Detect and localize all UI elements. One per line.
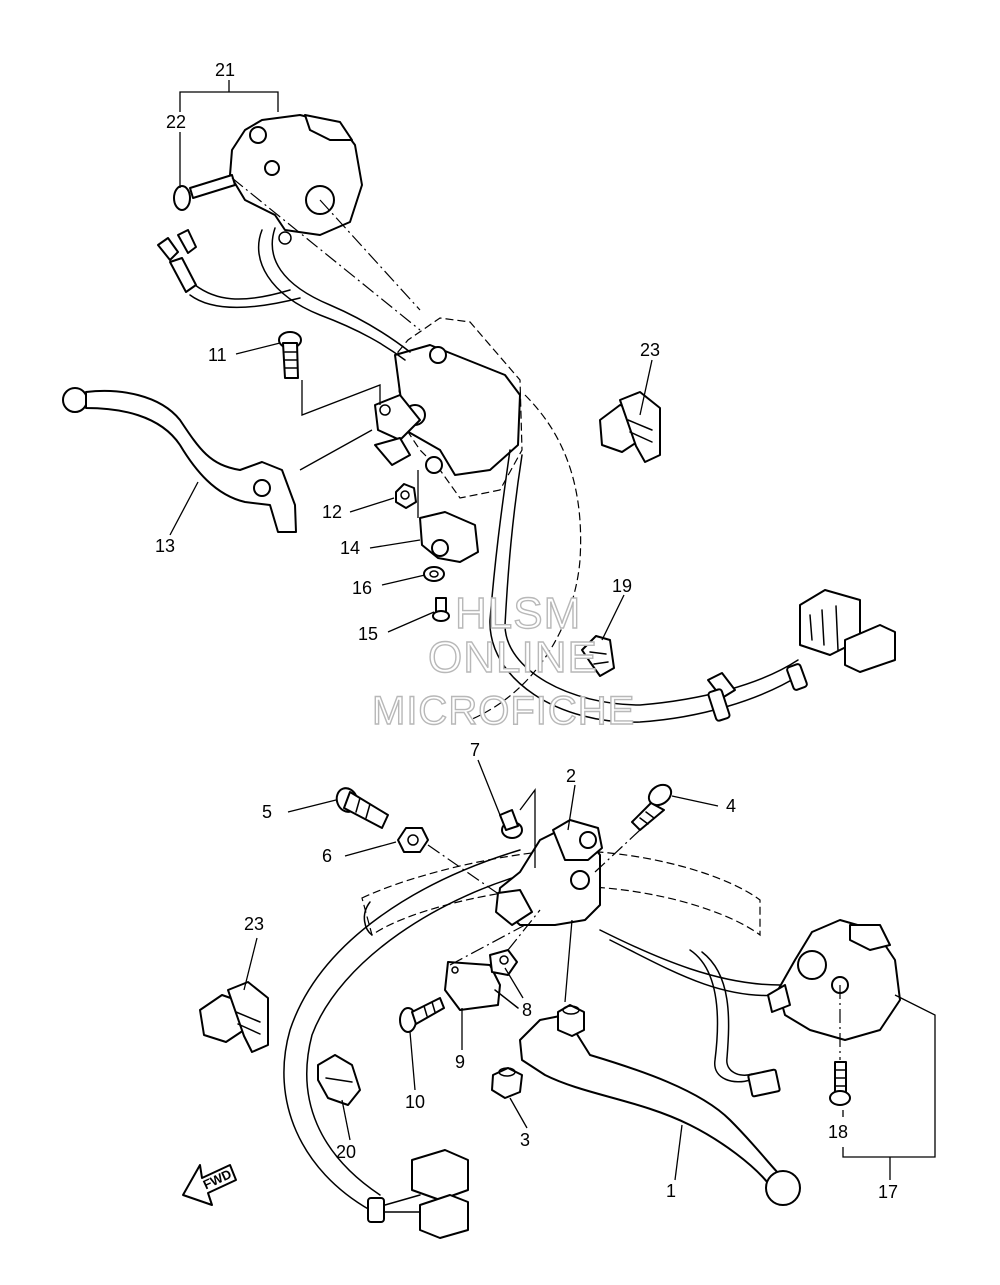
right-handlebar-switch [767,919,901,1041]
callout-16: 16 [352,578,372,598]
callout-1: 1 [666,1181,676,1201]
switch-wire-harness [157,227,411,361]
callout-18: 18 [828,1122,848,1142]
callout-15: 15 [358,624,378,644]
wire-clamp-lower [199,981,269,1053]
watermark-line-3: MICROFICHE [372,689,635,733]
switch-washer [423,566,445,582]
callout-5: 5 [262,802,272,822]
switch-screw-small [432,597,450,622]
switch-mount-screw [399,997,445,1033]
watermark-line-1: HLSM [455,589,581,638]
master-cylinder-outline [374,317,523,499]
cable-guide [317,1054,361,1106]
lever-pivot-bolt [278,331,302,379]
brake-lever [519,1014,801,1206]
front-brake-switch [419,511,479,563]
callout-10: 10 [405,1092,425,1112]
callout-3: 3 [520,1130,530,1150]
callout-2: 2 [566,766,576,786]
brake-switch-harness [283,849,781,1239]
callout-9: 9 [455,1052,465,1072]
callout-labels: 21 22 11 13 12 14 16 15 23 19 7 2 4 5 6 … [155,60,898,1202]
holder-bolt-right [631,783,673,831]
holder-bolt-left [335,787,389,829]
callout-23-upper: 23 [640,340,660,360]
callout-7: 7 [470,740,480,760]
clutch-lever [62,387,297,533]
wire-clamp-upper [599,391,661,463]
main-wire-harness [469,394,896,723]
callout-17: 17 [878,1182,898,1202]
watermark: HLSM ONLINE MICROFICHE [371,588,635,733]
callout-11: 11 [208,345,227,365]
lever-nut [395,483,417,509]
lever-collar [557,1004,585,1037]
callout-12: 12 [322,502,342,522]
callout-6: 6 [322,846,332,866]
callout-21: 21 [215,60,235,80]
callout-14: 14 [340,538,360,558]
holder-nut [397,827,429,853]
lever-bushing [491,1067,523,1099]
callout-20: 20 [336,1142,356,1162]
callout-8: 8 [522,1000,532,1020]
callout-23-lower: 23 [244,914,264,934]
callout-4: 4 [726,796,736,816]
left-handlebar-switch [229,114,363,245]
fwd-arrow-icon: FWD [182,1164,237,1206]
callout-19: 19 [612,576,632,596]
wire-clip [581,635,615,677]
callout-22: 22 [166,112,186,132]
holder-screw [499,809,523,839]
collar [489,949,518,976]
callout-13: 13 [155,536,175,556]
leader-lines [169,80,936,1181]
switch-mount-screw-right [829,1061,851,1106]
watermark-line-2: ONLINE [428,633,598,682]
rear-brake-switch [444,961,519,1011]
switch-screw [173,174,236,211]
